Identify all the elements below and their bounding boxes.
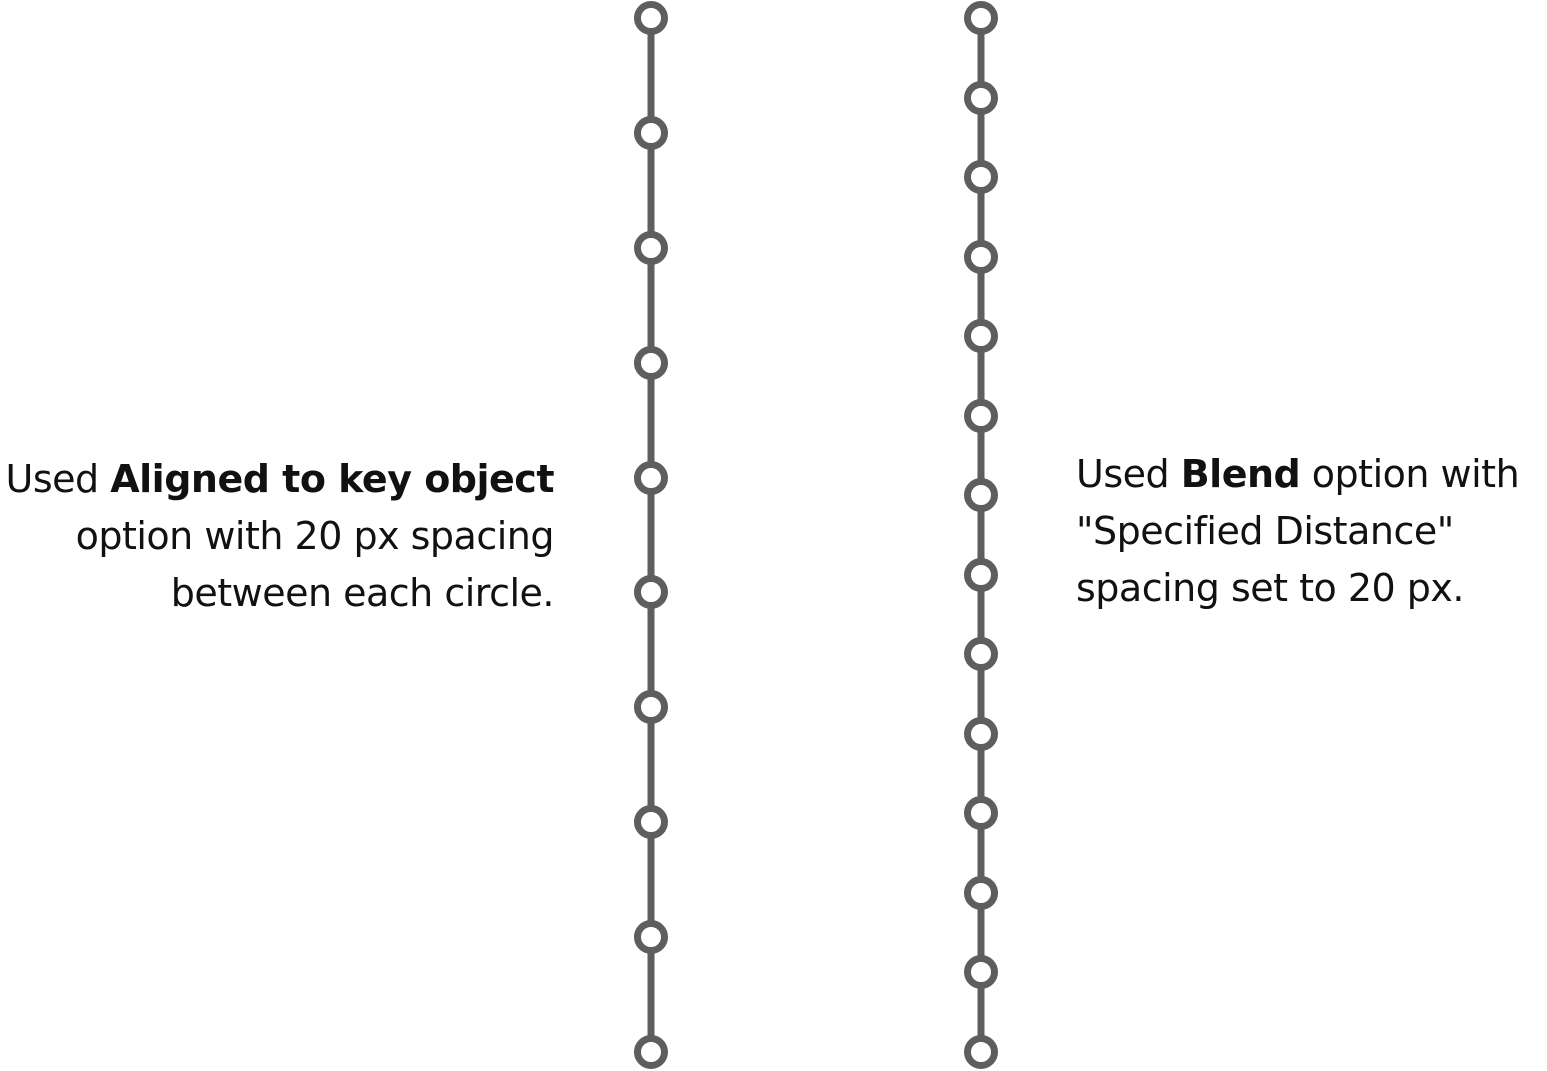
right-chain-circle xyxy=(964,319,998,354)
right-chain-circle xyxy=(964,160,998,195)
right-chain-circle xyxy=(964,557,998,592)
right-caption: Used Blend option with "Specified Distan… xyxy=(1076,446,1520,617)
left-chain-circle xyxy=(634,1035,668,1069)
right-chain-circle xyxy=(964,1,998,35)
left-chain-circle xyxy=(634,460,668,495)
right-chain-circle xyxy=(964,875,998,910)
left-chain-circle xyxy=(634,230,668,265)
left-caption-line-1: Used Aligned to key object xyxy=(5,451,555,508)
left-chain-circle xyxy=(634,115,668,150)
right-chain-circle xyxy=(964,80,998,115)
left-caption-bold: Aligned to key object xyxy=(110,457,554,501)
left-caption-prefix: Used xyxy=(5,457,111,501)
left-chain-circle xyxy=(634,690,668,725)
left-caption-line-2: option with 20 px spacing xyxy=(75,514,555,558)
left-caption: Used Aligned to key object option with 2… xyxy=(5,451,555,622)
right-caption-line-1: Used Blend option with xyxy=(1076,446,1520,503)
right-chain-circle xyxy=(964,796,998,831)
left-chain-circle xyxy=(634,345,668,380)
right-caption-line-3: spacing set to 20 px. xyxy=(1076,566,1464,610)
right-chain-circle xyxy=(964,1035,998,1069)
left-chain-circle xyxy=(634,1,668,35)
right-chain-circle xyxy=(964,239,998,274)
left-chain-circle xyxy=(634,920,668,955)
left-caption-line-3: between each circle. xyxy=(170,571,555,615)
left-chain-circle xyxy=(634,575,668,610)
right-caption-bold: Blend xyxy=(1180,452,1301,496)
left-chain-line xyxy=(647,18,655,1052)
right-chain-circle xyxy=(964,478,998,513)
right-chain-circle xyxy=(964,955,998,990)
right-caption-prefix: Used xyxy=(1076,452,1181,496)
right-chain-circle xyxy=(964,398,998,433)
left-chain-circle xyxy=(634,805,668,840)
right-chain-circle xyxy=(964,716,998,751)
right-chain-circle xyxy=(964,637,998,672)
right-chain-line xyxy=(977,18,985,1052)
right-caption-line-2: "Specified Distance" xyxy=(1076,509,1454,553)
right-caption-suffix: option with xyxy=(1300,452,1520,496)
